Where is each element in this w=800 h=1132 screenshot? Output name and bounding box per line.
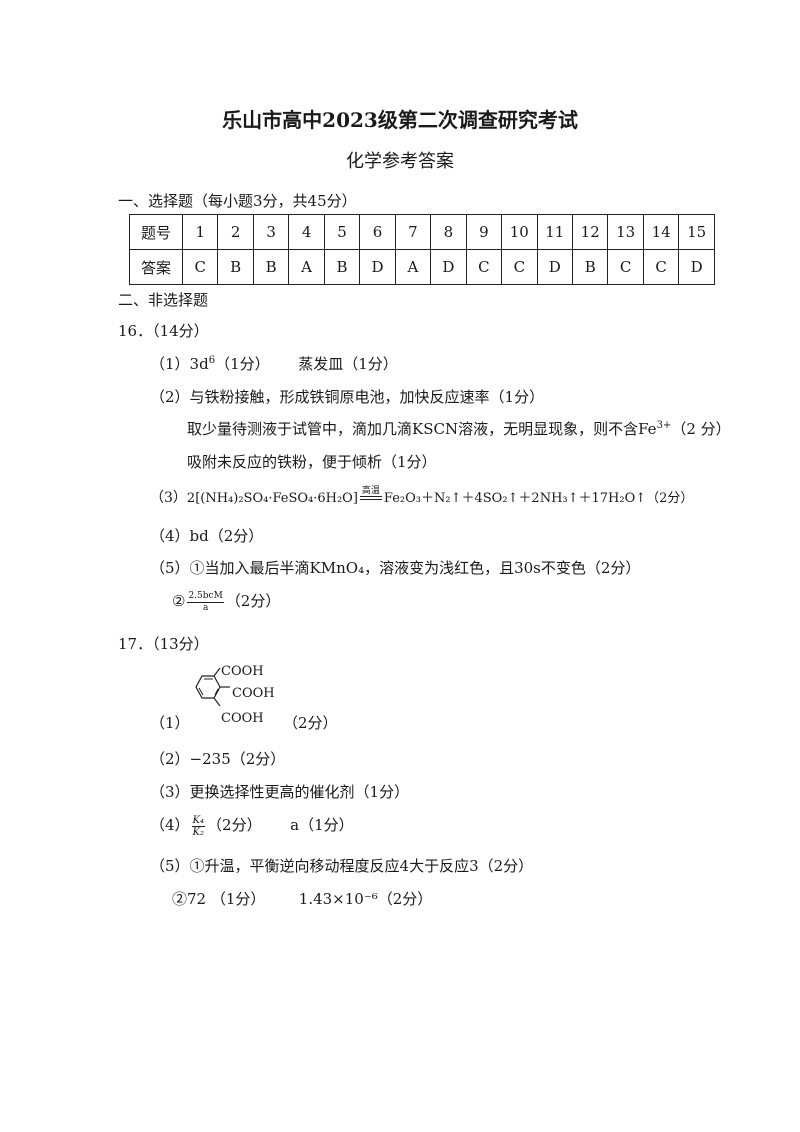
q16-a2-l2-pre: 取少量待测液于试管中，滴加几滴KSCN溶液，无明显现象，则不含Fe: [187, 420, 657, 438]
table-cell: 12: [571, 214, 609, 250]
fraction-numerator: K₄: [191, 814, 206, 827]
table-cell: 5: [323, 214, 361, 250]
table-cell: 14: [642, 214, 680, 250]
group-label-bottom: COOH: [221, 711, 264, 726]
table-cell: 3: [252, 214, 290, 250]
equals-bar: [359, 496, 382, 500]
answer-table: 题号 1 2 3 4 5 6 7 8 9 10 11 12 13 14 15 答…: [129, 214, 715, 285]
double-bond: [214, 688, 219, 696]
table-cell: D: [430, 249, 467, 285]
table-cell: D: [359, 249, 396, 285]
q17-heading: 17．（13分）: [118, 635, 209, 653]
table-cell: 13: [607, 214, 644, 250]
table-cell: B: [217, 249, 254, 285]
q17-a4-label: （4）: [150, 816, 190, 834]
table-cell: C: [501, 249, 538, 285]
section2-heading: 二、非选择题: [118, 291, 209, 309]
table-head-answer: 答案: [129, 249, 183, 285]
q16-answer-2-line2: 取少量待测液于试管中，滴加几滴KSCN溶液，无明显现象，则不含Fe3+（2 分）: [187, 418, 731, 439]
table-cell: C: [642, 249, 680, 285]
table-cell: C: [465, 249, 503, 285]
q17-answer-3: （3）更换选择性更高的催化剂（1分）: [150, 783, 410, 801]
q16-answer-1: （1）3d6（1分） 蒸发皿（1分）: [150, 353, 398, 374]
q16-a3-label: （3）: [150, 490, 187, 506]
q16-a3-lhs: 2[(NH₄)₂SO₄·FeSO₄·6H₂O]: [186, 491, 358, 506]
section1-heading: 一、选择题（每小题3分，共45分）: [118, 192, 357, 210]
q16-answer-2-line1: （2）与铁粉接触，形成铁铜原电池，加快反应速率（1分）: [150, 388, 545, 406]
q16-heading: 16．（14分）: [118, 322, 209, 340]
fraction-denominator: K₂: [192, 826, 205, 838]
table-cell: 15: [678, 214, 715, 250]
q16-a1-post: （1分） 蒸发皿（1分）: [215, 355, 398, 373]
q17-answer-5-line2: ②72 （1分） 1.43×10⁻⁶（2分）: [172, 890, 433, 908]
table-cell: 11: [536, 214, 573, 250]
table-cell: C: [181, 249, 219, 285]
document-subtitle: 化学参考答案: [346, 151, 454, 172]
q16-answer-2-line3: 吸附未反应的铁粉，便于倾析（1分）: [187, 453, 437, 471]
q16-a5-l2-post: （2分）: [225, 592, 281, 610]
double-bond: [198, 687, 204, 696]
q16-a5-l2-pre: ②: [172, 592, 186, 610]
table-cell: 7: [394, 214, 432, 250]
table-row-numbers: 题号 1 2 3 4 5 6 7 8 9 10 11 12 13 14 15: [129, 214, 715, 250]
table-cell: A: [288, 249, 325, 285]
q17-a1-score: （2分）: [283, 714, 338, 732]
table-cell: 10: [501, 214, 538, 250]
reaction-condition-text: 高温: [361, 486, 380, 496]
phthalic-tricarboxylic-structure: [195, 667, 230, 707]
table-cell: 6: [359, 214, 396, 250]
table-cell: 1: [181, 214, 219, 250]
table-cell: 9: [465, 214, 503, 250]
reaction-condition: 高温: [359, 486, 382, 500]
table-cell: B: [571, 249, 609, 285]
q16-a3-rhs: Fe₂O₃＋N₂↑＋4SO₂↑＋2NH₃↑＋17H₂O↑（2分）: [383, 491, 694, 506]
table-cell: 8: [430, 214, 467, 250]
q16-a2-l2-post: （2 分）: [671, 420, 731, 438]
table-cell: D: [536, 249, 573, 285]
q17-answer-5-line1: （5）①升温，平衡逆向移动程度反应4大于反应3（2分）: [150, 857, 534, 875]
table-cell: A: [394, 249, 432, 285]
q17-a4-post: （2分） a（1分）: [207, 816, 354, 834]
table-cell: D: [678, 249, 715, 285]
table-cell: B: [323, 249, 361, 285]
q16-a1-sup: 6: [208, 355, 216, 366]
table-cell: B: [252, 249, 290, 285]
q17-a1-label: （1）: [150, 714, 190, 732]
q16-answer-5-line1: （5）①当加入最后半滴KMnO₄，溶液变为浅红色，且30s不变色（2分）: [150, 559, 641, 577]
table-row-answers: 答案 C B B A B D A D C C D B C C D: [129, 249, 715, 285]
group-label-top: COOH: [221, 664, 264, 679]
group-label-middle: COOH: [232, 686, 275, 701]
bond: [213, 697, 221, 707]
q16-a1-pre: （1）3d: [150, 355, 209, 373]
table-head-question: 题号: [129, 214, 183, 250]
document-title: 乐山市高中2023级第二次调查研究考试: [222, 108, 578, 132]
q16-answer-4: （4）bd（2分）: [150, 527, 264, 545]
table-cell: C: [607, 249, 644, 285]
fraction-denominator: a: [202, 602, 209, 613]
q16-a2-l2-sup: 3+: [656, 420, 672, 431]
bond: [213, 667, 221, 677]
q17-answer-2: （2）−235（2分）: [150, 750, 286, 768]
fraction-numerator: 2.5bcM: [187, 590, 224, 603]
table-cell: 4: [288, 214, 325, 250]
table-cell: 2: [217, 214, 254, 250]
